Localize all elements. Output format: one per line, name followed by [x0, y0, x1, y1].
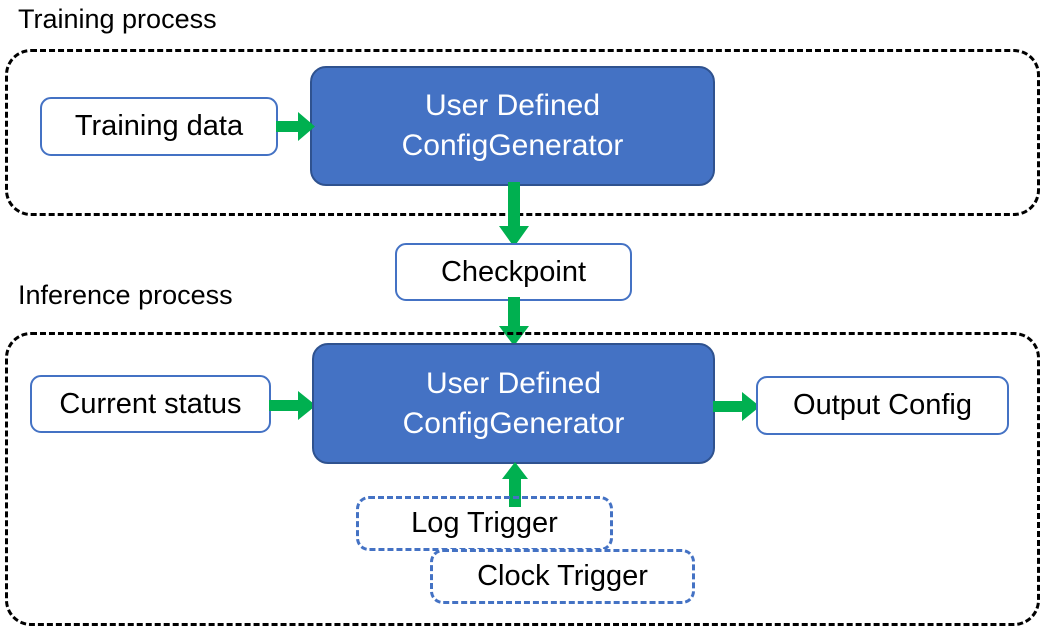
- node-output-config-label: Output Config: [793, 389, 972, 421]
- node-output-config[interactable]: Output Config: [756, 376, 1009, 435]
- inference-process-label: Inference process: [18, 280, 233, 310]
- node-checkpoint-label: Checkpoint: [440, 255, 587, 288]
- node-checkpoint[interactable]: Checkpoint: [395, 243, 632, 301]
- node-clock-trigger-label: Clock Trigger: [477, 560, 648, 592]
- node-log-trigger[interactable]: Log Trigger: [356, 496, 613, 551]
- node-clock-trigger[interactable]: Clock Trigger: [430, 549, 695, 604]
- node-training-data-label: Training data: [74, 110, 244, 142]
- node-current-status[interactable]: Current status: [30, 375, 271, 433]
- generator-inference-line1: User Defined: [425, 366, 602, 400]
- node-training-data[interactable]: Training data: [40, 97, 278, 156]
- node-user-defined-config-generator-training[interactable]: User Defined ConfigGenerator: [310, 66, 715, 186]
- training-process-label: Training process: [18, 4, 217, 34]
- node-current-status-label: Current status: [59, 387, 242, 420]
- inference-process-container: [5, 332, 1040, 626]
- node-log-trigger-label: Log Trigger: [411, 507, 558, 539]
- generator-training-line2: ConfigGenerator: [401, 129, 624, 162]
- node-user-defined-config-generator-inference[interactable]: User Defined ConfigGenerator: [312, 343, 715, 464]
- generator-training-line1: User Defined: [424, 89, 601, 123]
- generator-inference-line2: ConfigGenerator: [402, 406, 625, 440]
